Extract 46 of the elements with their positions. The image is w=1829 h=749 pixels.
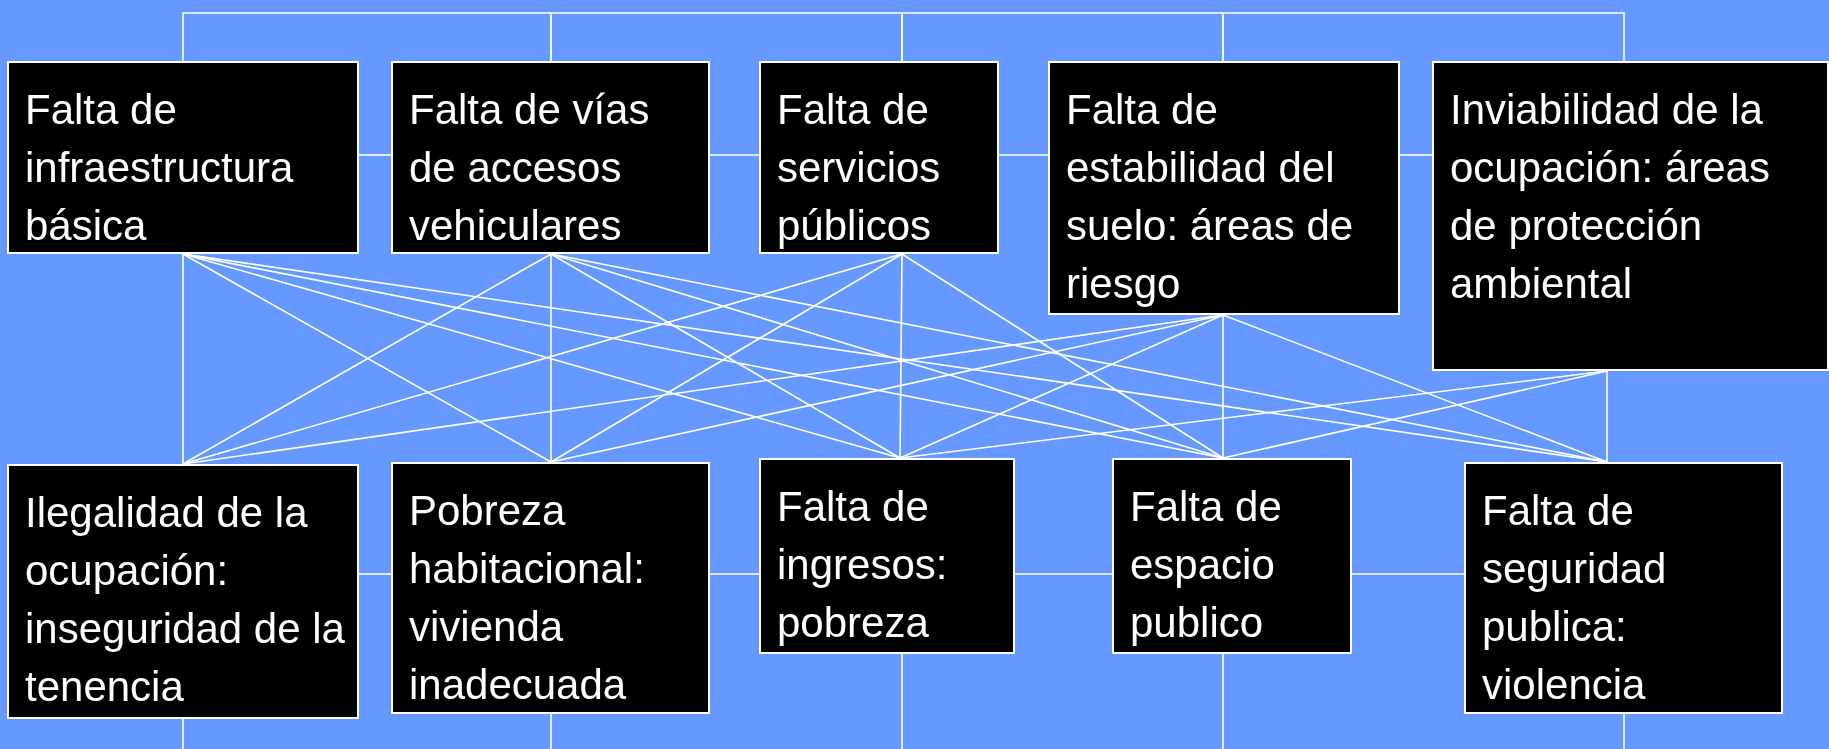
box-text: Falta de vías de accesos vehiculares [409, 85, 651, 251]
connector-line [901, 253, 1224, 459]
box-text: Falta de seguridad publica: violencia [1482, 486, 1668, 710]
process-box [1432, 61, 1829, 371]
connector-line [1014, 573, 1113, 575]
box-text: Falta de espacio publico [1130, 482, 1283, 648]
connector-line [1222, 12, 1625, 62]
connector-line [899, 253, 903, 459]
connector-line [709, 573, 760, 575]
connector-line [1222, 653, 1224, 749]
process-box [7, 61, 359, 254]
connector-line [998, 154, 1049, 156]
box-text: Falta de estabilidad del suelo: áreas de riesgo [1066, 85, 1355, 309]
process-box [759, 61, 999, 254]
connector-line [550, 713, 552, 749]
connector-line [182, 12, 552, 62]
connector-line [1606, 370, 1608, 463]
connector-line [182, 718, 184, 749]
connector-line [1222, 314, 1224, 459]
process-box [1464, 462, 1783, 714]
connector-line [550, 12, 903, 62]
connector-line [899, 314, 1224, 459]
box-text: Falta de infraestructura básica [25, 85, 295, 251]
connector-line [1222, 370, 1608, 459]
connector-line [709, 154, 760, 156]
process-box [1048, 61, 1400, 315]
connector-line [901, 653, 903, 749]
process-box [1112, 458, 1352, 654]
box-text: Ilegalidad de la ocupación: inseguridad de la tenencia [25, 488, 346, 712]
connector-line [901, 12, 1224, 62]
process-box [391, 61, 710, 254]
connector-line [1222, 314, 1608, 463]
box-text: Falta de ingresos: pobreza [777, 482, 949, 648]
process-box [7, 464, 359, 719]
box-text: Falta de servicios públicos [777, 85, 942, 251]
connector-line [1399, 154, 1433, 156]
connector-line [1623, 713, 1625, 749]
process-box [759, 458, 1015, 654]
box-text: Pobreza habitacional: vivienda inadecuada [409, 486, 646, 710]
connector-line [1351, 573, 1465, 575]
connector-line [550, 253, 552, 463]
process-box [391, 462, 710, 714]
connector-line [358, 573, 392, 575]
connector-line [358, 154, 392, 156]
connector-line [182, 253, 184, 465]
box-text: Inviabilidad de la ocupación: áreas de protección ambiental [1450, 85, 1771, 309]
